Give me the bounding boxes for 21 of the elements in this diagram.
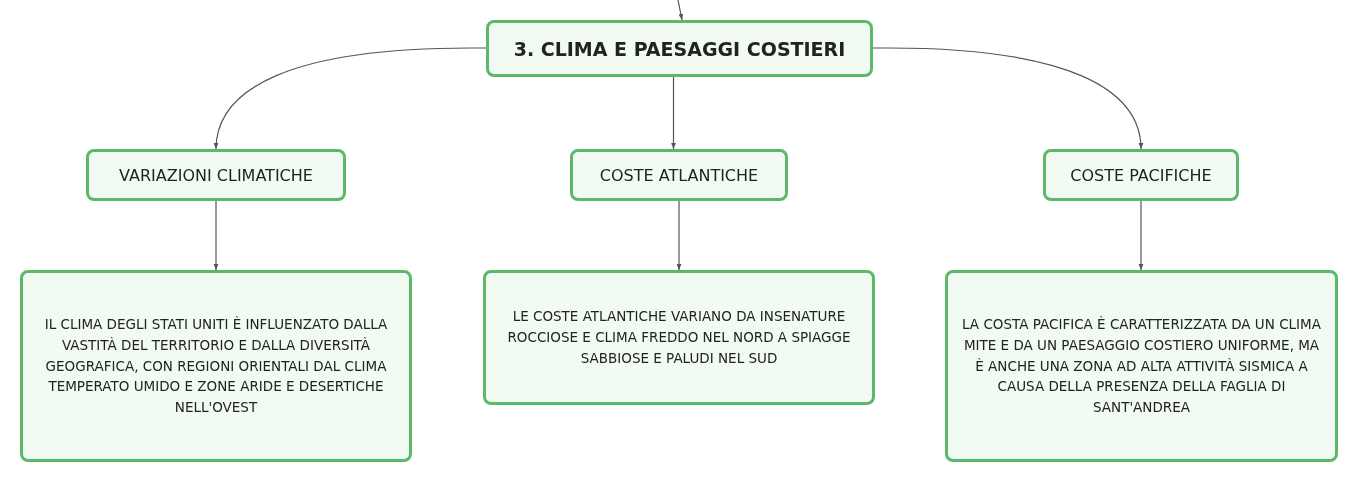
description-text: IL CLIMA DEGLI STATI UNITI È INFLUENZATO DALLA VASTITÀ DEL TERRITORIO E DALLA DIVERSITÀ GEOGRAFICA, CON REGIONI ORIENTALI DAL CLIMA TEMPERATO UMIDO E ZONE ARIDE E DESERTICHE NELL'OVEST xyxy=(43,314,389,418)
subtopic-box xyxy=(1043,149,1239,201)
description-box xyxy=(945,270,1338,462)
topic-box xyxy=(486,20,873,77)
description-text: LE COSTE ATLANTICHE VARIANO DA INSENATURE ROCCIOSE E CLIMA FREDDO NEL NORD A SPIAGGE SABBIOSE E PALUDI NEL SUD xyxy=(506,307,852,368)
arrow xyxy=(214,47,487,150)
subtopic-box xyxy=(570,149,788,201)
arrow xyxy=(872,47,1143,150)
subtopic-box xyxy=(86,149,346,201)
arrow xyxy=(671,76,676,150)
description-box xyxy=(483,270,875,405)
arrow xyxy=(676,200,682,271)
description-text: LA COSTA PACIFICA È CARATTERIZZATA DA UN CLIMA MITE E DA UN PAESAGGIO COSTIERO UNIFORME, MA È ANCHE UNA ZONA AD ALTA ATTIVITÀ SISMICA A CAUSA DELLA PRESENZA DELLA FAGLIA DI SANT'ANDREA xyxy=(961,314,1322,418)
subtopic-title: COSTE ATLANTICHE xyxy=(599,165,759,185)
topic-title: 3. CLIMA E PAESAGGI COSTIERI xyxy=(513,37,846,60)
subtopic-title: COSTE PACIFICHE xyxy=(1070,165,1212,185)
arrow xyxy=(677,0,684,21)
arrow xyxy=(1138,200,1144,271)
subtopic-title: VARIAZIONI CLIMATICHE xyxy=(119,165,313,185)
arrow xyxy=(213,200,219,271)
description-box xyxy=(20,270,412,462)
